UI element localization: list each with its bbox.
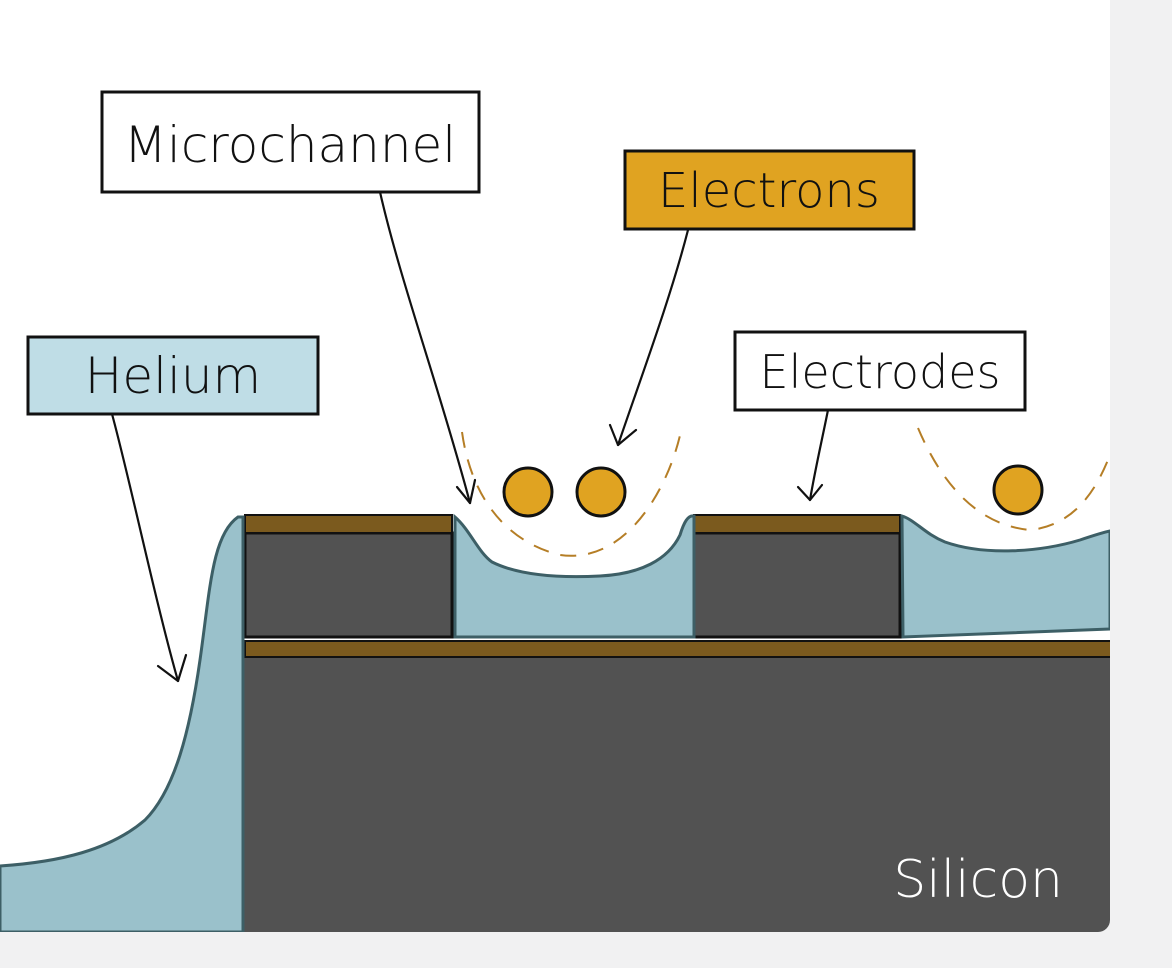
silicon-pillar-middle [692, 531, 902, 639]
field-curve-channel-1 [461, 425, 683, 557]
top-electrode-left [244, 514, 453, 534]
electrodes-label-box [733, 330, 1027, 412]
microchannel-label: Microchannel [124, 116, 456, 174]
diagram-card: Microchannel Electrons Helium Electrodes… [0, 0, 1110, 932]
arrow-pointer-electrons-head [608, 423, 638, 447]
electrodes-label: Electrodes [760, 345, 1001, 399]
microchannel-label-box [100, 90, 481, 194]
helium-left-film [0, 515, 245, 932]
electrons-label: Electrons [658, 163, 880, 219]
microchannel-diagram: Microchannel Electrons Helium Electrodes… [0, 90, 1110, 932]
silicon-substrate [238, 653, 1110, 932]
helium-label-box [26, 335, 320, 416]
arrow-pointer-electrodes [808, 408, 830, 502]
arrow-pointer-microchannel [378, 190, 472, 505]
electrons-label-box [623, 149, 916, 231]
helium-channel-1 [453, 513, 696, 639]
arrow-pointer-electrodes-head [796, 483, 824, 502]
bottom-electrode-layer [244, 640, 1110, 658]
arrow-pointer-microchannel-head [455, 478, 477, 505]
helium-channel-2 [900, 513, 1110, 639]
arrow-pointer-helium [110, 412, 180, 683]
electron-dot [575, 466, 627, 518]
electron-dot [992, 464, 1044, 516]
silicon-label: Silicon [893, 850, 1063, 910]
helium-label: Helium [85, 347, 262, 405]
electron-dot [502, 466, 554, 518]
top-electrode-middle [693, 514, 901, 534]
arrow-pointer-electrons [616, 228, 690, 447]
silicon-pillar-left [243, 531, 454, 639]
arrow-pointer-helium-head [156, 653, 188, 683]
